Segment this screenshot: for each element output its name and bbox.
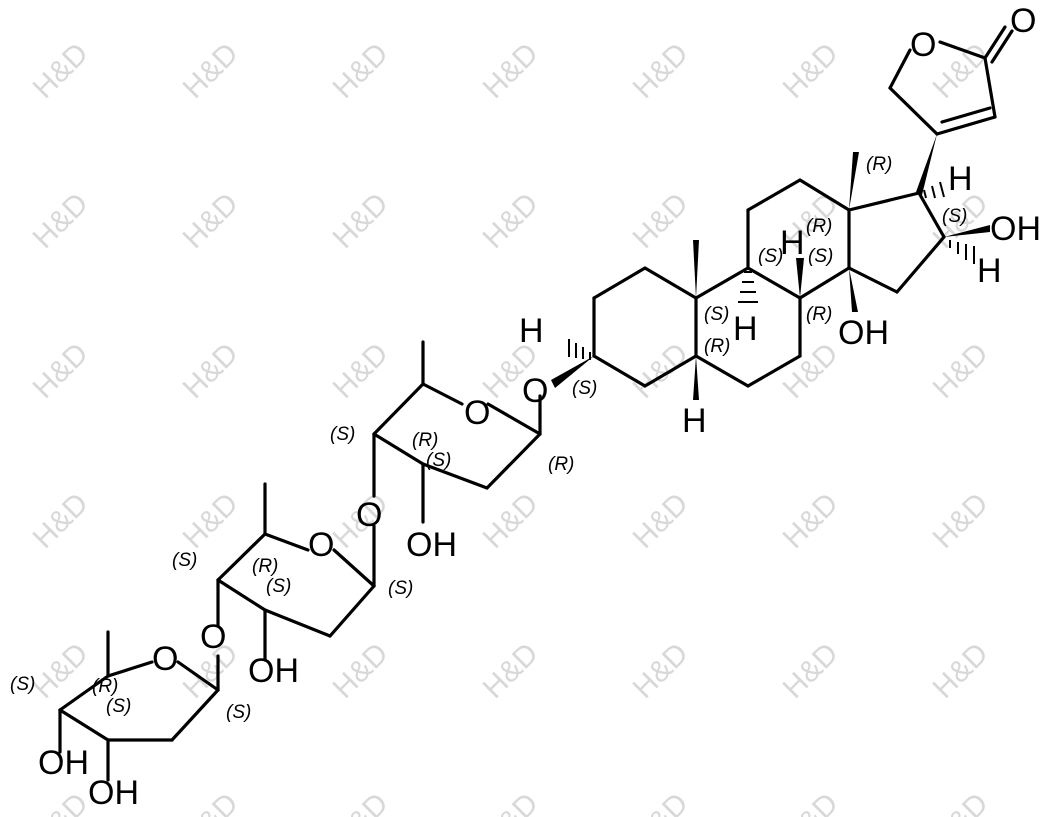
stereo-s2-c1: (S)	[388, 578, 413, 599]
stereo-s3-c1: (S)	[226, 702, 251, 723]
watermark-text: H&D	[177, 187, 245, 255]
atom-c16-h: H	[977, 252, 1002, 290]
watermark-text: H&D	[477, 37, 545, 105]
stereo-c16: (S)	[942, 206, 967, 227]
watermark-text: H&D	[327, 787, 395, 817]
stereo-c3: (S)	[572, 378, 597, 399]
watermark-text: H&D	[27, 487, 95, 555]
watermark-text: H&D	[27, 337, 95, 405]
stereo-s3-c5: (R)	[92, 676, 118, 697]
atom-lactone-ring-o: O	[910, 26, 936, 64]
stereo-c8: (S)	[758, 246, 783, 267]
watermark-text: H&D	[27, 637, 95, 705]
watermark-text: H&D	[177, 787, 245, 817]
atom-c5-h: H	[682, 402, 707, 440]
watermark-text: H&D	[627, 187, 695, 255]
atom-glycosidic-o-3: O	[200, 618, 226, 656]
stereo-s2-c5: (R)	[252, 556, 278, 577]
watermark-text: H&D	[927, 487, 995, 555]
c17-h-hash	[923, 181, 945, 199]
stereo-c10: (R)	[704, 336, 730, 357]
atom-sugar1-oh: OH	[406, 526, 457, 564]
watermark-text: H&D	[327, 187, 395, 255]
watermark-text: H&D	[477, 787, 545, 817]
watermark-text: H&D	[627, 787, 695, 817]
watermark-text: H&D	[177, 337, 245, 405]
atom-sugar2-oh: OH	[248, 652, 299, 690]
stereo-c9: (S)	[704, 304, 729, 325]
watermark-text: H&D	[627, 337, 695, 405]
atom-labels: O O H OH H H OH H H H O O OH O O OH O O …	[38, 2, 1041, 812]
atom-c14-oh: OH	[838, 314, 889, 352]
watermark-text: H&D	[777, 337, 845, 405]
stereo-s1-c5: (R)	[412, 430, 438, 451]
atom-glycosidic-o-2: O	[356, 496, 382, 534]
atom-c17-h: H	[948, 160, 973, 198]
atom-sugar3-oh-b: OH	[88, 774, 139, 812]
stereo-c14a: (S)	[808, 246, 833, 267]
watermark-text: H&D	[777, 787, 845, 817]
watermark-text: H&D	[27, 37, 95, 105]
watermark-text: H&D	[477, 187, 545, 255]
stereo-s1-c1: (R)	[548, 454, 574, 475]
stereo-s2-c3: (S)	[266, 576, 291, 597]
bond-layer	[58, 25, 1014, 782]
watermark-text: H&D	[627, 37, 695, 105]
atom-glycosidic-o-1: O	[522, 372, 548, 410]
stereo-s2-c4: (S)	[172, 550, 197, 571]
watermark-text: H&D	[27, 187, 95, 255]
stereo-labels: (R) (S) (R) (S) (S) (R) (S) (R) (S) (S) …	[10, 154, 967, 723]
watermark-text: H&D	[777, 487, 845, 555]
atom-sugar1-ring-o: O	[464, 394, 490, 432]
watermark-text: H&D	[27, 787, 95, 817]
watermark-text: H&D	[927, 787, 995, 817]
stereo-s1-c4: (S)	[330, 424, 355, 445]
watermark-text: H&D	[477, 487, 545, 555]
watermark-text: H&D	[927, 37, 995, 105]
watermark-text: H&D	[777, 637, 845, 705]
stereo-s3-c3: (S)	[106, 696, 131, 717]
atom-sugar2-ring-o: O	[308, 526, 334, 564]
stereo-c14: (R)	[806, 304, 832, 325]
watermark-text: H&D	[777, 37, 845, 105]
stereo-c17: (R)	[866, 154, 892, 175]
watermark-text: H&D	[627, 487, 695, 555]
watermark-text: H&D	[327, 337, 395, 405]
stereo-s3-c4: (S)	[10, 674, 35, 695]
c16-h-hash	[949, 240, 975, 264]
atom-c3-h: H	[519, 312, 544, 350]
c3-h-hash	[568, 339, 591, 360]
stereo-s1-c3: (S)	[426, 450, 451, 471]
watermark-text: H&D	[327, 37, 395, 105]
watermark-text: H&D	[927, 637, 995, 705]
watermark-text: H&D	[927, 337, 995, 405]
atom-carbonyl-o: O	[1010, 2, 1036, 40]
watermark-text: H&D	[327, 637, 395, 705]
atom-sugar3-oh-a: OH	[38, 744, 89, 782]
atom-c16-oh: OH	[990, 210, 1041, 248]
stereo-c13: (R)	[806, 216, 832, 237]
atom-c9-h: H	[733, 310, 758, 348]
watermark-text: H&D	[627, 637, 695, 705]
watermark-text: H&D	[177, 487, 245, 555]
c9-h-hash	[738, 271, 758, 303]
atom-sugar3-ring-o: O	[152, 640, 178, 678]
atom-c8-h: H	[780, 224, 805, 262]
watermark-text: H&D	[177, 37, 245, 105]
watermark-text: H&D	[477, 637, 545, 705]
